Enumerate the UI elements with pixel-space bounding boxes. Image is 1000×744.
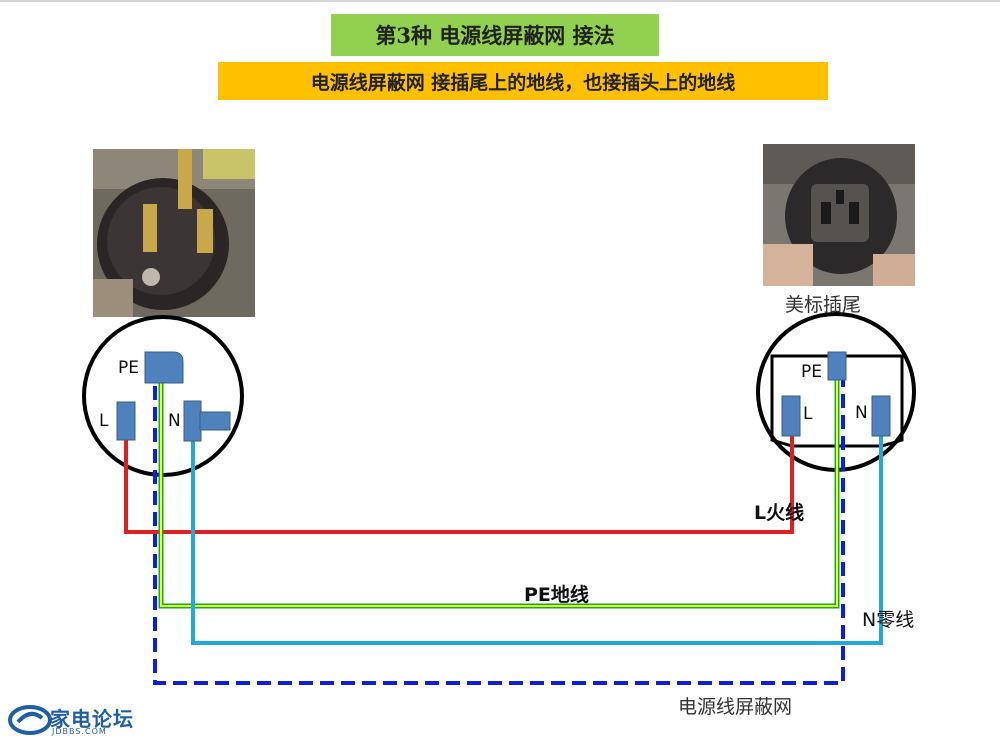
forum-logo-subtext: JDBBS.COM xyxy=(52,727,107,736)
socket-l-label: L xyxy=(803,404,813,424)
earth-wire-stripe xyxy=(160,372,838,607)
socket-n-pin xyxy=(871,395,891,437)
shield-wire xyxy=(153,372,845,685)
socket-caption: 美标插尾 xyxy=(785,294,862,316)
plug-pe-pin xyxy=(144,351,184,384)
top-divider xyxy=(0,0,1000,2)
earth-wire xyxy=(158,372,840,609)
plug-n-label: N xyxy=(168,411,181,431)
socket-photo xyxy=(763,144,915,286)
neutral-wire xyxy=(191,422,883,645)
forum-logo-text: 家电论坛 xyxy=(50,707,134,731)
shield-wire-label: 电源线屏蔽网 xyxy=(678,696,793,718)
plug-l-pin xyxy=(116,401,136,441)
plug-n-pin xyxy=(183,400,202,442)
page-title: 第3种 电源线屏蔽网 接法 xyxy=(331,14,659,56)
socket-pe-label: PE xyxy=(801,362,822,382)
forum-logo-icon xyxy=(8,705,52,735)
plug-photo xyxy=(93,149,255,317)
socket-pe-pin xyxy=(827,351,847,381)
plug-pe-label: PE xyxy=(118,358,139,378)
neutral-wire-label: N零线 xyxy=(862,609,915,631)
page-subtitle: 电源线屏蔽网 接插尾上的地线，也接插头上的地线 xyxy=(218,62,828,100)
socket-n-label: N xyxy=(855,403,868,423)
socket-l-pin xyxy=(781,395,801,437)
live-wire-label: L火线 xyxy=(754,502,805,524)
live-wire xyxy=(124,418,794,534)
plug-n-pin-tab xyxy=(199,411,231,431)
plug-l-label: L xyxy=(99,411,109,431)
earth-wire-label: PE地线 xyxy=(524,584,589,606)
